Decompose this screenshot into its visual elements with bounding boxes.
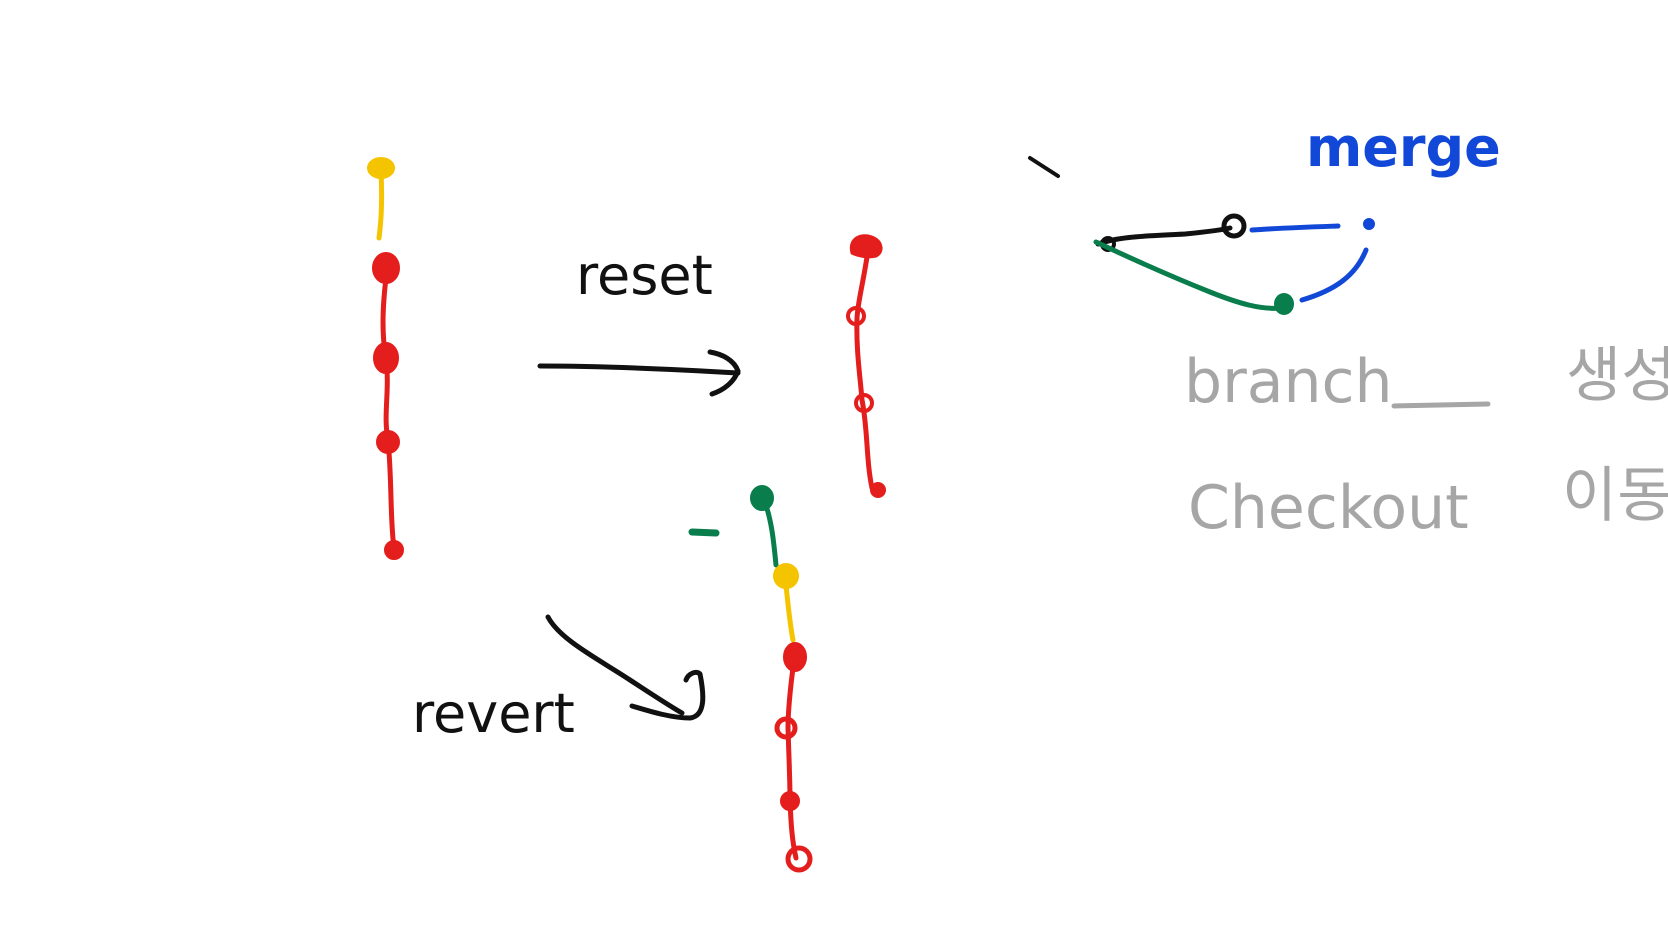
revert-label: revert [412, 682, 575, 745]
revert-chain-red-segment [785, 657, 799, 861]
commit-node-red-3 [376, 430, 400, 454]
commit-node-red-2 [373, 342, 399, 374]
revert-commit-node-green [750, 485, 774, 511]
reset-commit-node-4 [870, 482, 886, 498]
reset-commit-node-2 [846, 306, 866, 326]
merge-green-branch [1093, 239, 1285, 311]
branch-connector-line [1391, 401, 1491, 409]
commit-node-red-4 [384, 540, 404, 560]
revert-commit-node-yellow [773, 563, 799, 589]
revert-arrow-head [629, 669, 706, 721]
commit-node-red-1 [372, 252, 400, 284]
revert-chain-yellow-segment [783, 582, 796, 643]
checkout-label: Checkout [1188, 473, 1469, 543]
reset-chain-red-segment [854, 247, 875, 491]
reset-commit-node-head [849, 234, 883, 259]
revert-chain-green-dash [688, 528, 720, 537]
revert-commit-node-red-2 [774, 716, 798, 740]
reset-commit-chain [846, 234, 886, 498]
merge-green-commit [1274, 293, 1294, 315]
merge-blue-line-top [1249, 223, 1341, 233]
original-chain-yellow-segment [376, 167, 385, 241]
merge-blue-line-curve [1299, 247, 1369, 303]
revert-commit-chain [688, 485, 813, 873]
merge-graph [1028, 156, 1375, 315]
reset-arrow-head [707, 349, 741, 397]
reset-commit-node-3 [854, 393, 874, 413]
merge-blue-commit [1363, 218, 1375, 230]
reset-label: reset [576, 244, 713, 307]
original-chain-red-segment [380, 267, 397, 551]
commit-node-yellow [367, 157, 395, 179]
merge-black-branch [1095, 225, 1233, 247]
revert-commit-node-red-4 [785, 845, 813, 873]
revert-arrow-shaft [545, 614, 685, 716]
merge-label: merge [1306, 116, 1501, 179]
reset-arrow [537, 349, 741, 397]
revert-commit-node-red-1 [783, 642, 807, 672]
branch-label: branch [1184, 347, 1393, 417]
revert-commit-node-red-3 [780, 791, 800, 811]
checkout-description: 이동 [1562, 461, 1668, 531]
revert-arrow [545, 614, 706, 721]
original-commit-chain [367, 157, 404, 560]
stray-black-tick [1028, 156, 1060, 178]
merge-black-commit-head [1221, 213, 1247, 239]
reset-arrow-shaft [537, 363, 741, 376]
branch-description: 생성 [1566, 341, 1668, 411]
